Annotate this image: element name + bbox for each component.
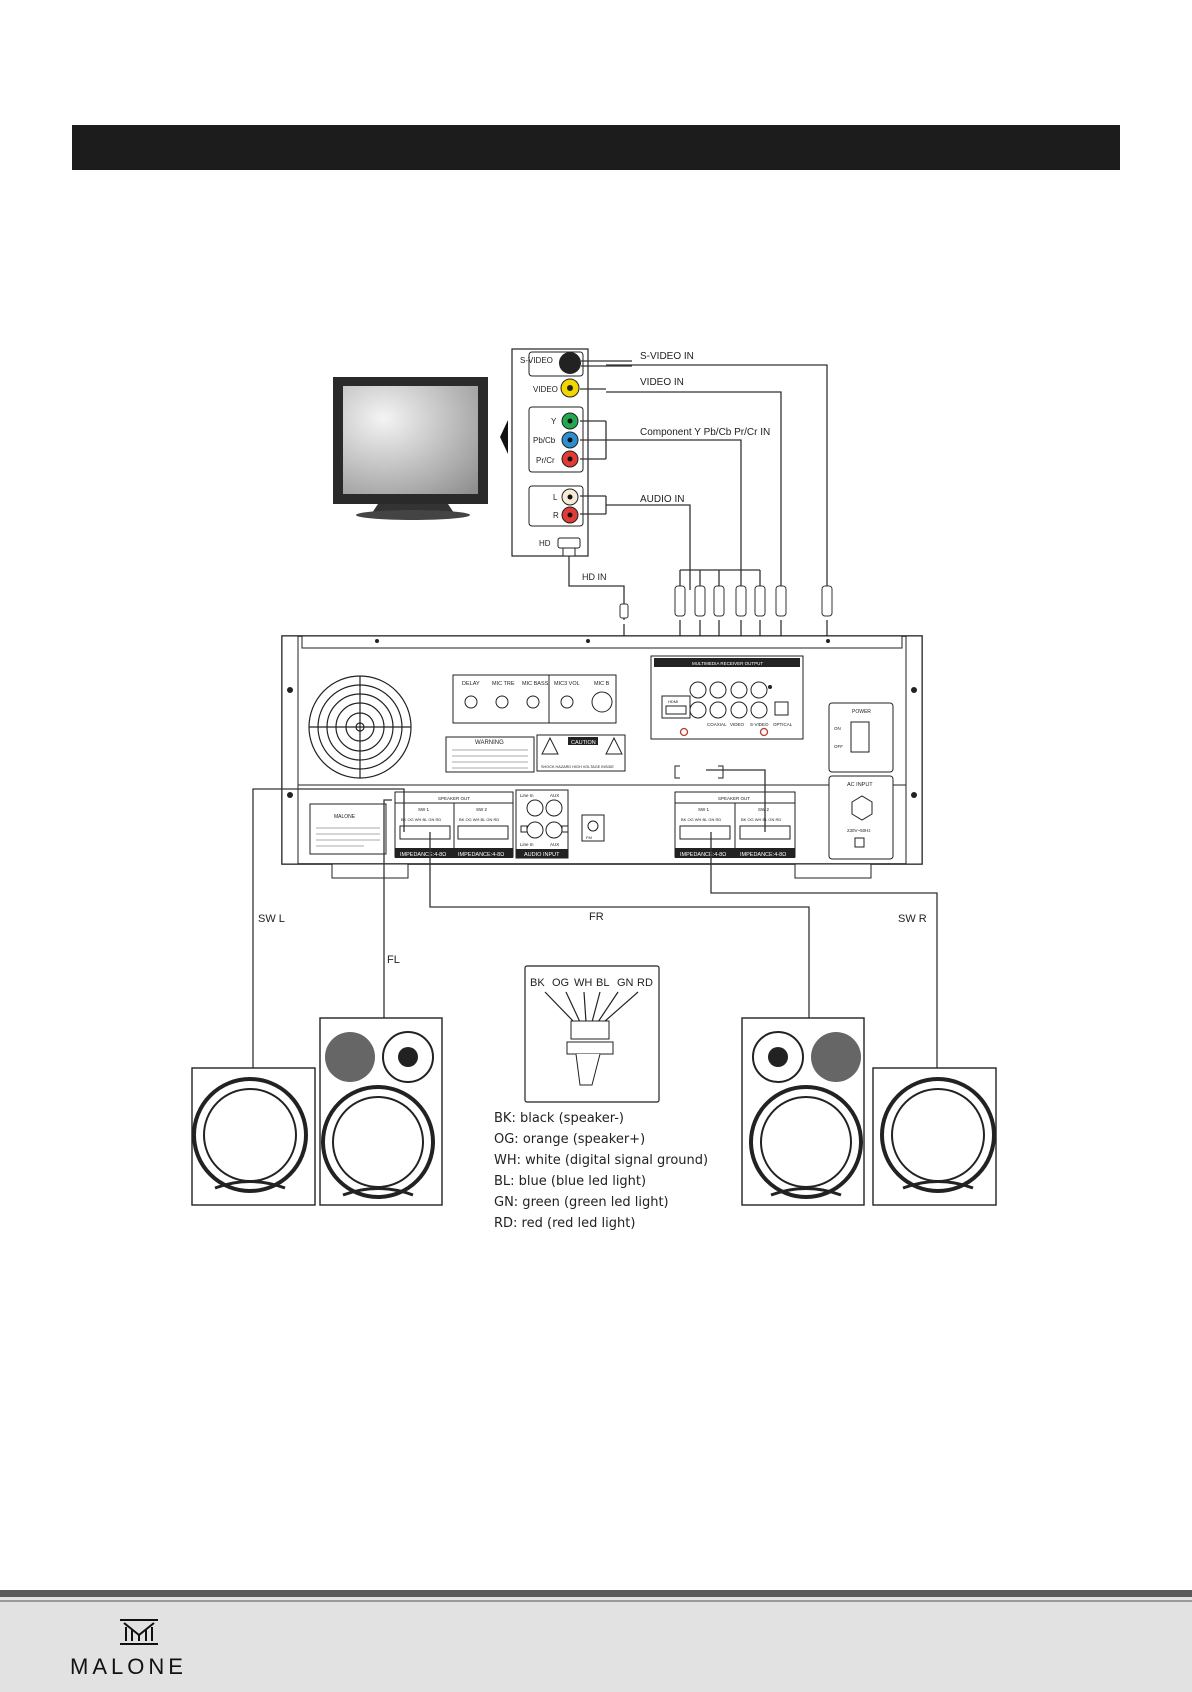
impedance-right-1: IMPEDANCE:4-8Ω bbox=[680, 852, 726, 858]
impedance-left-2: IMPEDANCE:4-8Ω bbox=[458, 852, 504, 858]
legend-item: OG: orange (speaker+) bbox=[494, 1132, 646, 1147]
mic-tre-label: MIC TRE bbox=[492, 681, 515, 687]
hd-in-label: HD IN bbox=[582, 572, 607, 582]
hdmi-port-label: HDMI bbox=[668, 699, 678, 704]
legend-item: WH: white (digital signal ground) bbox=[494, 1153, 709, 1168]
cooling-fan bbox=[308, 675, 412, 779]
video-in-label: VIDEO IN bbox=[640, 377, 684, 388]
mic-bass-label: MIC BASS bbox=[522, 681, 549, 687]
svideo-jack-label: S-VIDEO bbox=[520, 356, 553, 365]
speaker-out-right-label: SPEAKER OUT bbox=[718, 796, 750, 801]
receiver-back-panel bbox=[281, 635, 923, 879]
aux-label-bottom: AUX bbox=[550, 842, 559, 847]
footer-brand: MALONE bbox=[70, 1654, 187, 1679]
pins-right-1: BK OG WH BL GN RD bbox=[681, 817, 721, 822]
connector-pin-labels: BK OG WH BL GN RD bbox=[530, 977, 653, 989]
section-header-bar bbox=[72, 125, 1120, 170]
legend-item: RD: red (red led light) bbox=[494, 1216, 636, 1231]
legend-item: BL: blue (blue led light) bbox=[494, 1174, 647, 1189]
sw2-left-label: SW 2 bbox=[476, 807, 487, 812]
audio-in-label: AUDIO IN bbox=[640, 494, 684, 505]
power-off-label: OFF bbox=[834, 744, 843, 749]
impedance-left-1: IMPEDANCE:4-8Ω bbox=[400, 852, 446, 858]
line-in-label-top: Line In bbox=[520, 793, 534, 798]
caution-label: CAUTION bbox=[571, 740, 596, 746]
legend-item: GN: green (green led light) bbox=[494, 1195, 669, 1210]
pin-bk-label: BK bbox=[530, 977, 545, 989]
warning-label: WARNING bbox=[475, 740, 504, 746]
aux-label-top: AUX bbox=[550, 793, 559, 798]
tv-monitor bbox=[333, 377, 508, 520]
video-jack-label: VIDEO bbox=[533, 385, 558, 394]
y-jack-label: Y bbox=[551, 417, 557, 426]
svideo-in-label: S-VIDEO IN bbox=[640, 351, 694, 362]
speaker-front-left bbox=[319, 1017, 443, 1206]
component-in-label: Component Y Pb/Cb Pr/Cr IN bbox=[640, 427, 770, 438]
sw1-left-label: SW 1 bbox=[418, 807, 429, 812]
shock-hazard-label: SHOCK HAZARD HIGH VOLTAGE INSIDE bbox=[541, 765, 614, 769]
mic-b-label: MIC B bbox=[594, 681, 610, 687]
pins-left-1: BK OG WH BL GN RD bbox=[401, 817, 441, 822]
optical-label: OPTICAL bbox=[773, 722, 793, 727]
power-label: POWER bbox=[852, 709, 871, 715]
pin-gn-label: GN bbox=[617, 977, 634, 989]
speaker-out-left-label: SPEAKER OUT bbox=[438, 796, 470, 801]
coaxial-label: COAXIAL bbox=[707, 722, 727, 727]
spec-brand-label: MALONE bbox=[334, 814, 356, 820]
connector-illustration bbox=[524, 965, 660, 1103]
speaker-sw-left bbox=[191, 1067, 316, 1206]
rca-plugs bbox=[619, 585, 833, 619]
multimedia-output-label: MULTIMEDIA RECEIVER OUTPUT bbox=[692, 661, 763, 666]
svideo-out-label: S-VIDEO bbox=[750, 722, 769, 727]
speaker-sw-right bbox=[872, 1067, 997, 1206]
pin-rd-label: RD bbox=[637, 977, 653, 989]
fm-label: FM bbox=[586, 835, 592, 840]
malone-logo-icon bbox=[120, 1619, 158, 1645]
power-on-label: ON bbox=[834, 726, 841, 731]
sw-r-label: SW R bbox=[898, 913, 927, 925]
audio-input-label: AUDIO INPUT bbox=[524, 852, 560, 858]
impedance-right-2: IMPEDANCE:4-8Ω bbox=[740, 852, 786, 858]
page-footer: MALONE bbox=[0, 1590, 1192, 1692]
pins-right-2: BK OG WH BL GN RD bbox=[741, 817, 781, 822]
pr-jack-label: Pr/Cr bbox=[536, 456, 555, 465]
sw-l-label: SW L bbox=[258, 913, 285, 925]
speaker-cables bbox=[252, 769, 938, 1068]
line-in-label-bottom: Line In bbox=[520, 842, 534, 847]
pin-og-label: OG bbox=[552, 977, 569, 989]
pin-wh-label: WH bbox=[574, 977, 592, 989]
speaker-front-right bbox=[741, 1017, 865, 1206]
pins-left-2: BK OG WH BL GN RD bbox=[459, 817, 499, 822]
mic-vol-label: MIC3 VOL bbox=[554, 681, 580, 687]
r-jack-label: R bbox=[553, 511, 559, 520]
hd-jack-label: HD bbox=[539, 539, 551, 548]
fr-label: FR bbox=[589, 911, 604, 923]
legend-item: BK: black (speaker-) bbox=[494, 1111, 624, 1126]
sw1-right-label: SW 1 bbox=[698, 807, 709, 812]
wire-color-legend: BK: black (speaker-) OG: orange (speaker… bbox=[494, 1108, 708, 1234]
ac-input-label: AC INPUT bbox=[847, 782, 873, 788]
pb-jack-label: Pb/Cb bbox=[533, 436, 556, 445]
footer-divider bbox=[0, 1600, 1192, 1602]
video-out-label: VIDEO bbox=[730, 722, 745, 727]
sw2-right-label: SW 2 bbox=[758, 807, 769, 812]
fl-label: FL bbox=[387, 954, 400, 966]
pin-bl-label: BL bbox=[596, 977, 609, 989]
l-jack-label: L bbox=[553, 493, 558, 502]
ac-voltage-label: 230V~50Hz bbox=[847, 828, 871, 833]
delay-label: DELAY bbox=[462, 681, 480, 687]
tv-connection-panel bbox=[511, 348, 589, 557]
